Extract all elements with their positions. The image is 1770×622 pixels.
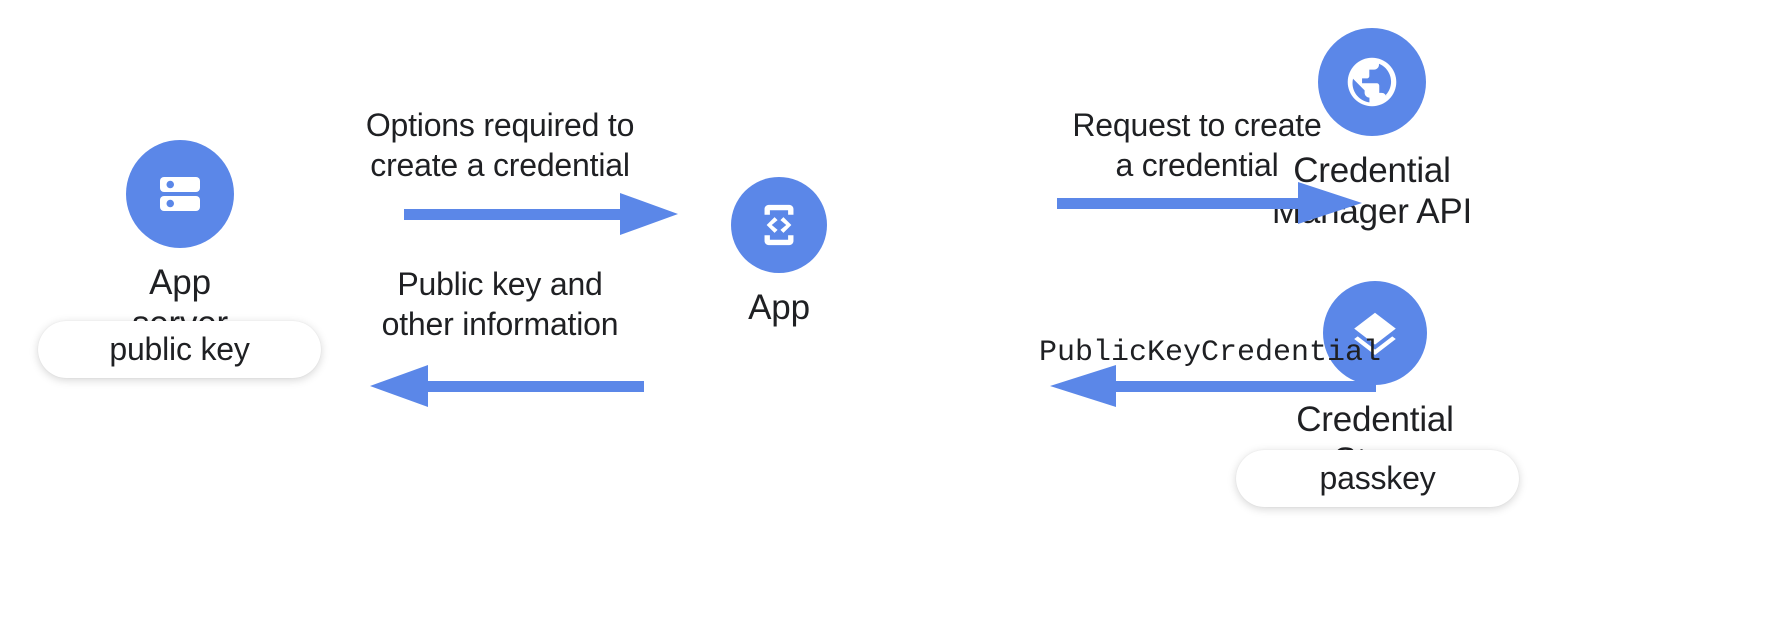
- pill-passkey-label: passkey: [1319, 460, 1436, 496]
- server-icon: [126, 140, 234, 248]
- globe-icon: [1318, 28, 1426, 136]
- app-code-device-icon: [731, 177, 827, 273]
- arrow-public-key-credential: [1050, 362, 1376, 410]
- layers-icon: [1323, 281, 1427, 385]
- arrow-label-public-key-and-other-information: Public key and other information: [381, 266, 619, 342]
- pill-public-key-label: public key: [109, 331, 250, 367]
- arrow-public-key-back: [370, 362, 644, 410]
- arrow-label-request-to-create: Request to create a credential: [1072, 107, 1322, 183]
- pill-public-key: public key: [38, 321, 321, 378]
- arrow-options-required: [404, 190, 678, 238]
- node-app-server: App server: [105, 140, 255, 345]
- node-label-app: App: [748, 288, 810, 327]
- arrow-label-publickeycredential: PublicKeyCredential: [1038, 336, 1382, 370]
- arrow-label-options-required: Options required to create a credential: [365, 107, 635, 183]
- node-credential-store: Credential Store: [1290, 281, 1460, 482]
- arrow-request-create: [1057, 179, 1362, 227]
- node-app: App: [709, 177, 849, 328]
- pill-passkey: passkey: [1236, 450, 1519, 507]
